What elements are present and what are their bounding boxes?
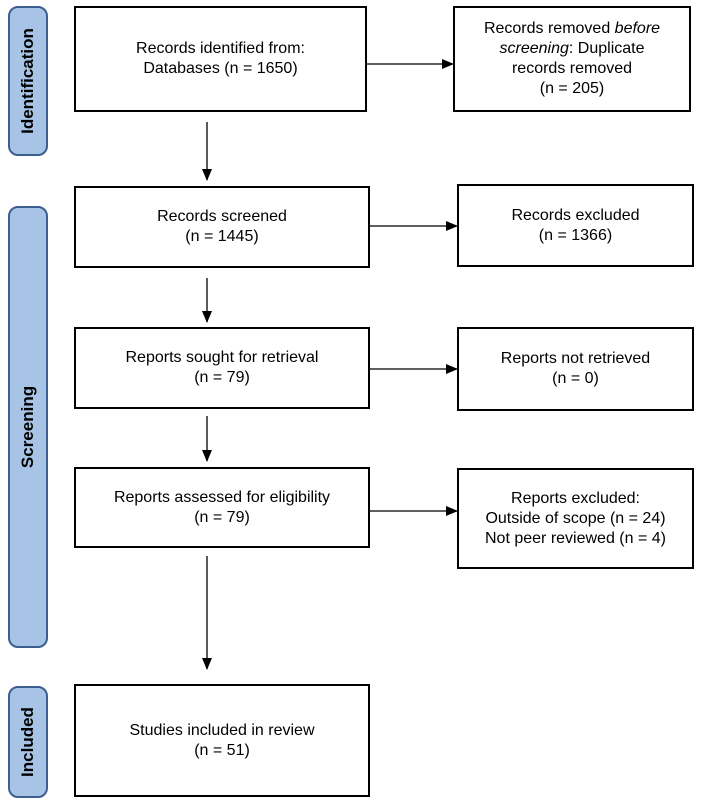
records-identified-line2: Databases (n = 1650) [143,60,298,77]
studies-included-line1: Studies included in review [129,721,315,739]
reports-assessed-box: Reports assessed for eligibility (n = 79… [74,467,370,548]
reports-not-retrieved-line1: Reports not retrieved [500,350,651,367]
records-removed-line4: (n = 205) [539,80,605,97]
reports-not-retrieved-box: Reports not retrieved (n = 0) [457,327,694,411]
records-excluded-line2: (n = 1366) [538,226,613,244]
records-removed-line2: screening: Duplicate [499,40,645,57]
reports-not-retrieved-line2: (n = 0) [552,370,599,387]
records-excluded-line1: Records excluded [511,206,640,224]
records-removed-line1: Records removed before [483,20,661,37]
reports-excluded-line2: Outside of scope (n = 24) [485,509,666,527]
records-removed-box: Records removed before screening: Duplic… [453,6,691,112]
reports-sought-box: Reports sought for retrieval (n = 79) [74,327,370,409]
records-excluded-box: Records excluded (n = 1366) [457,184,694,267]
records-screened-line1: Records screened [157,208,287,225]
records-identified-box: Records identified from: Databases (n = … [74,6,367,112]
phase-included: Included [8,686,48,798]
reports-excluded-line3: Not peer reviewed (n = 4) [485,529,666,547]
reports-assessed-line1: Reports assessed for eligibility [113,488,331,506]
phase-screening: Screening [8,206,48,648]
phase-identification: Identification [8,6,48,156]
records-removed-line3: records removed [511,60,633,77]
reports-assessed-line2: (n = 79) [194,508,250,526]
reports-sought-line1: Reports sought for retrieval [125,349,319,366]
reports-sought-line2: (n = 79) [194,369,250,386]
records-screened-line2: (n = 1445) [185,228,259,245]
records-screened-box: Records screened (n = 1445) [74,186,370,268]
reports-excluded-box: Reports excluded: Outside of scope (n = … [457,468,694,569]
records-identified-line1: Records identified from: [136,40,305,57]
studies-included-line2: (n = 51) [194,741,250,759]
reports-excluded-line1: Reports excluded: [511,489,640,507]
studies-included-box: Studies included in review (n = 51) [74,684,370,797]
